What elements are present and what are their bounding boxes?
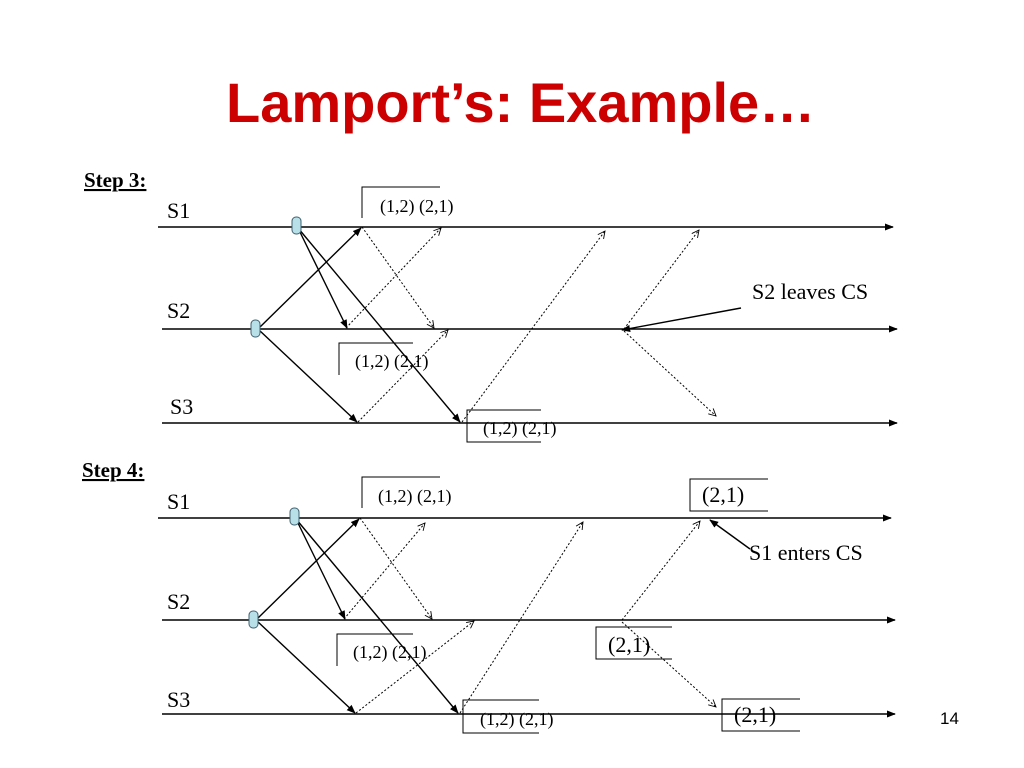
step3-request-s1-to-s2 (297, 227, 348, 329)
step4-annotation-pointer (709, 519, 751, 550)
step3-queue-s3: (1,2) (2,1) (483, 418, 556, 439)
step4-queue-s3-second: (2,1) (734, 702, 776, 727)
step4-queue-s2-first: (1,2) (2,1) (353, 642, 426, 663)
step4-diagram: Step 4: S1 S2 S3 S1 enters CS (1,2) (2,1… (82, 458, 896, 734)
step4-event-s1-request (289, 507, 300, 526)
step4-queue-s2-second-box (595, 626, 672, 660)
step4-label: Step 4: (82, 458, 144, 482)
step3-queue-s2: (1,2) (2,1) (355, 351, 428, 372)
step3-queue-s1: (1,2) (2,1) (380, 196, 453, 217)
step4-queue-s1-first-box (361, 476, 440, 508)
step4-request-s2-to-s3 (256, 620, 356, 714)
step3-diagram: Step 3: S1 S2 S3 S2 leaves CS (1,2) (2,1… (84, 168, 898, 443)
step4-queue-s3-first-box (462, 699, 539, 734)
step4-request-s2-to-s1 (256, 518, 360, 620)
step3-reply-s3-to-s1 (461, 231, 605, 423)
step3-request-s2-to-s3 (258, 329, 358, 423)
step4-process-s2-label: S2 (167, 589, 190, 614)
step4-queue-s1-second: (2,1) (702, 482, 744, 507)
step3-annotation: S2 leaves CS (752, 279, 868, 304)
step4-queue-s3-second-box (721, 698, 800, 732)
step3-queue-s3-box (466, 409, 541, 443)
step3-process-s2-label: S2 (167, 298, 190, 323)
step3-event-s2-request (250, 319, 261, 338)
step3-release-s2-to-s3 (623, 330, 716, 416)
step3-reply-s2-to-s1 (345, 228, 441, 329)
step3-release-s2-to-s1 (623, 230, 699, 330)
step4-queue-s1-second-box (689, 478, 768, 512)
step4-release-s2-to-s3 (621, 621, 716, 707)
step3-process-s3-label: S3 (170, 394, 193, 419)
step4-annotation: S1 enters CS (749, 540, 863, 565)
step4-queue-s1-first: (1,2) (2,1) (378, 486, 451, 507)
step4-queue-s2-first-box (336, 633, 413, 666)
step4-queue-s2-second: (2,1) (608, 632, 650, 657)
step4-reply-s3-to-s1 (459, 522, 583, 714)
slide-title: Lamport’s: Example… (226, 71, 815, 134)
step3-process-s1-label: S1 (167, 198, 190, 223)
step3-request-s2-to-s1 (258, 227, 362, 329)
step3-event-s1-request (291, 216, 302, 235)
step4-process-s3-label: S3 (167, 687, 190, 712)
step3-request-s1-to-s3 (297, 227, 461, 423)
step4-request-s1-to-s2 (295, 518, 346, 620)
step3-annotation-pointer (621, 307, 742, 333)
step4-reply-s1-to-s2 (359, 517, 432, 619)
step4-queue-s3-first: (1,2) (2,1) (480, 709, 553, 730)
page-number: 14 (940, 709, 959, 728)
step3-reply-s3-to-s2 (357, 330, 448, 423)
step4-process-s1-label: S1 (167, 489, 190, 514)
step4-reply-s2-to-s1 (343, 523, 425, 620)
step4-reply-s3-to-s2 (355, 621, 474, 714)
step4-request-s1-to-s3 (295, 518, 459, 714)
step4-event-s2-request (248, 610, 259, 629)
step3-reply-s1-to-s2 (361, 226, 434, 328)
step4-release-s2-to-s1 (621, 521, 700, 621)
step3-label: Step 3: (84, 168, 146, 192)
step3-queue-s1-box (361, 186, 440, 218)
step3-queue-s2-box (338, 342, 413, 375)
